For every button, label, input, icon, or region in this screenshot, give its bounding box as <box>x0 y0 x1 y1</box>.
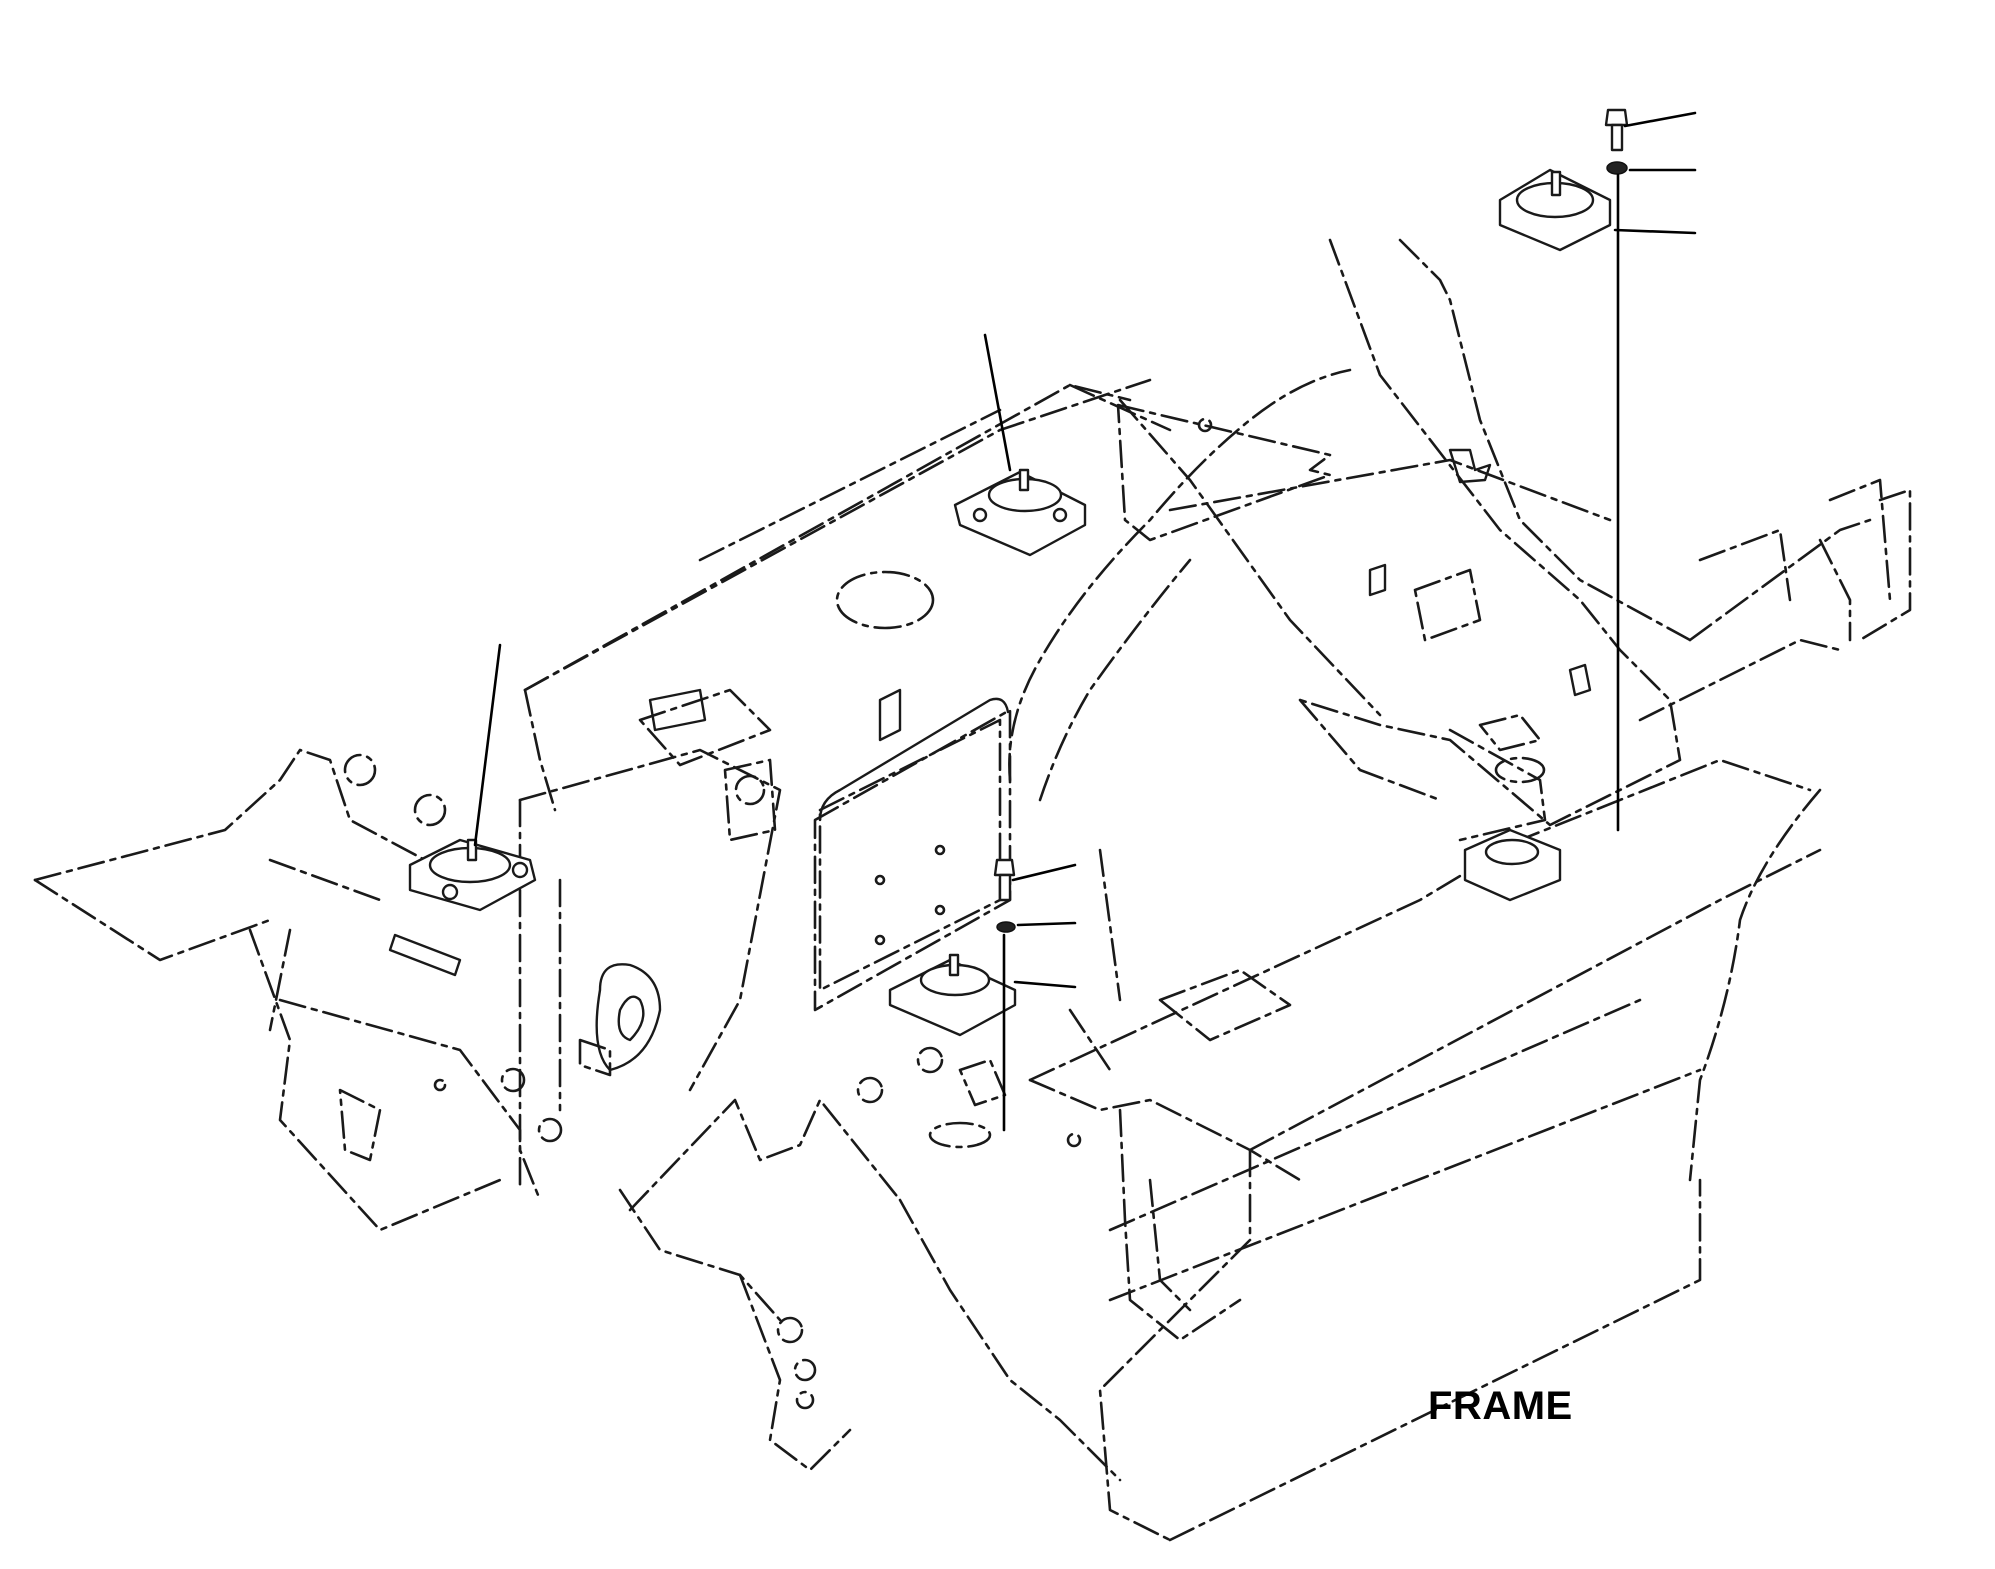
bolt-washer-center <box>993 858 1016 1132</box>
rear-deck-plate <box>1116 238 1682 827</box>
upper-frame-deck <box>523 378 1292 1042</box>
center-frame-body <box>518 688 782 1202</box>
frame-center-beam <box>1008 368 1352 1072</box>
engine-mount-front-left <box>408 838 537 912</box>
diagram-title: FRAME <box>1428 1384 1573 1428</box>
frame-hardware <box>1066 417 1592 1148</box>
engine-mount-rear-right <box>1498 108 1629 832</box>
left-front-arm <box>33 748 563 1232</box>
rear-mount-boss <box>1463 828 1562 902</box>
side-access-panel <box>818 688 1002 992</box>
rear-frame-body <box>1028 713 1822 1542</box>
callout-leaders <box>473 111 1697 989</box>
engine-mount-rear-left <box>953 468 1087 557</box>
engine-mount-front-right <box>888 953 1017 1037</box>
rear-right-arm <box>1398 238 1912 722</box>
right-front-arm <box>618 1046 1122 1482</box>
